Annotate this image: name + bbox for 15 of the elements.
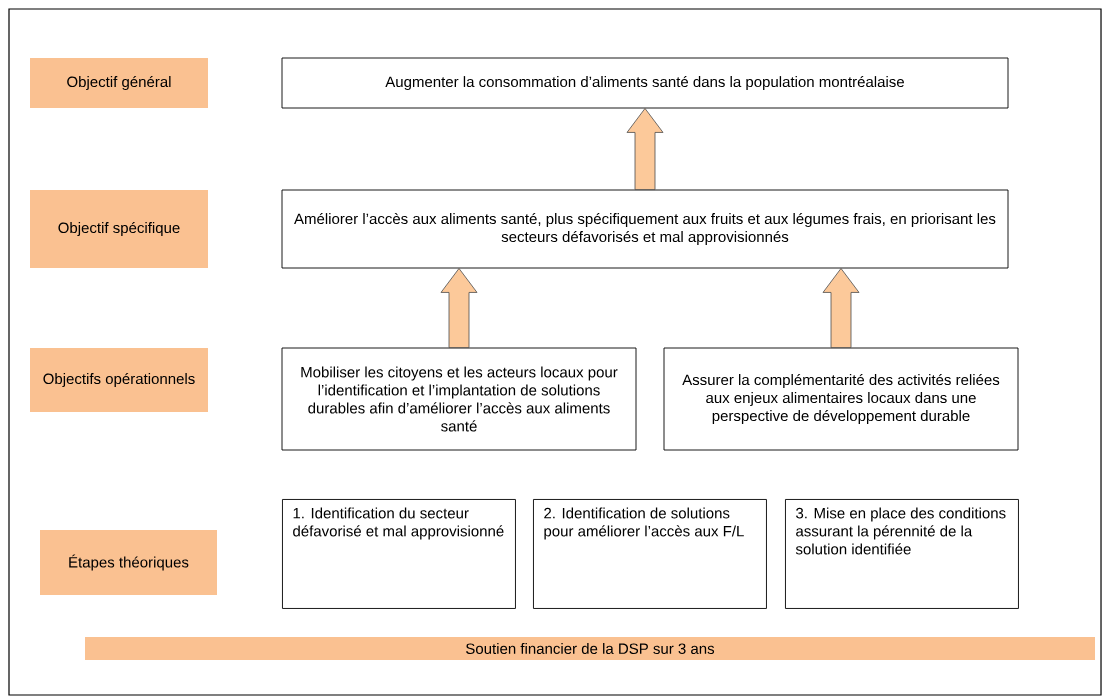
level-label: Objectifs opérationnels	[30, 348, 208, 412]
step-box: 2. Identification de solutions pour améliorer l’accès aux F/L	[533, 499, 767, 609]
objective-box: Mobiliser les citoyens et les acteurs locaux pour l’identification et l’implantation de solutions durables afin d’améliorer l’accès aux aliments santé	[281, 347, 637, 451]
step-box: 1. Identification du secteur défavorisé et mal approvisionné	[282, 499, 516, 609]
step-box: 3. Mise en place des conditions assurant la pérennité de la solution identifiée	[785, 499, 1019, 609]
block-arrow	[626, 108, 664, 190]
objective-box: Assurer la complémentarité des activités reliées aux enjeux alimentaires locaux dans une perspective de développement durable	[663, 347, 1019, 451]
level-label: Objectif général	[30, 58, 208, 108]
level-label: Étapes théoriques	[40, 530, 217, 595]
block-arrow	[440, 268, 478, 348]
block-arrow	[822, 268, 860, 348]
objective-box: Augmenter la consommation d’aliments santé dans la population montréalaise	[281, 57, 1009, 109]
level-label: Objectif spécifique	[30, 190, 208, 268]
objective-box: Améliorer l’accès aux aliments santé, plus spécifiquement aux fruits et aux légumes frais, en priorisant les secteurs défavorisés et mal approvisionnés	[281, 189, 1009, 269]
funding-band: Soutien financier de la DSP sur 3 ans	[85, 637, 1095, 660]
